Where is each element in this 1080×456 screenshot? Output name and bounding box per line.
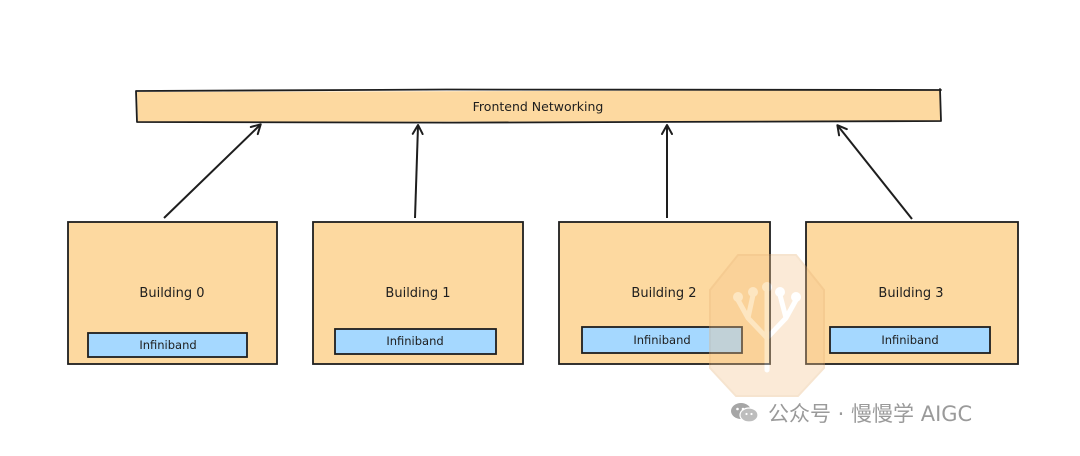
infiniband-label: Infiniband	[881, 333, 938, 347]
frontend-networking-label: Frontend Networking	[473, 99, 604, 114]
infiniband-box: Infiniband	[334, 328, 497, 355]
infiniband-box: Infiniband	[581, 326, 743, 354]
uplink-arrow-0	[163, 123, 262, 219]
building-label: Building 0	[139, 286, 204, 301]
building-box-0: Building 0 Infiniband	[67, 221, 278, 365]
frontend-networking-bar: Frontend Networking	[135, 88, 942, 124]
building-box-3: Building 3 Infiniband	[805, 221, 1019, 365]
uplink-arrow-3	[836, 124, 913, 220]
seal-logo-icon	[709, 254, 825, 397]
watermark: 公众号 · 慢慢学 AIGC	[730, 396, 972, 430]
building-box-1: Building 1 Infiniband	[312, 221, 524, 365]
building-box-2: Building 2 Infiniband	[558, 221, 771, 365]
building-label: Building 2	[631, 286, 696, 301]
infiniband-label: Infiniband	[386, 334, 443, 348]
uplink-arrow-1	[411, 124, 424, 219]
building-label: Building 3	[878, 286, 943, 301]
infiniband-label: Infiniband	[633, 333, 690, 347]
watermark-text: 公众号 · 慢慢学 AIGC	[768, 402, 973, 426]
building-label: Building 1	[385, 286, 450, 301]
wechat-icon	[731, 403, 759, 423]
infiniband-box: Infiniband	[829, 326, 991, 354]
infiniband-box: Infiniband	[87, 332, 248, 358]
infiniband-label: Infiniband	[139, 338, 196, 352]
